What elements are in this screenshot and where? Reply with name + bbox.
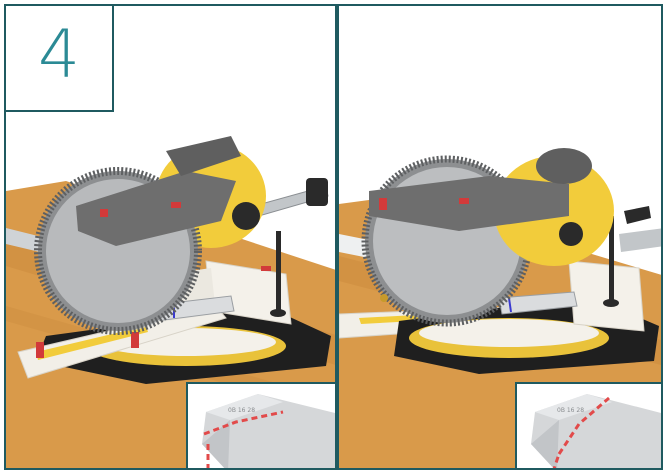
left-illustration-panel: 4 0B 16 28 [4, 4, 337, 470]
svg-text:0B 16 28: 0B 16 28 [228, 407, 255, 414]
step-number: 4 [6, 20, 112, 90]
workpiece-straight-cut-mark: 0B 16 28 [188, 384, 337, 470]
straight-cut-detail-inset: 0B 16 28 [186, 382, 337, 470]
svg-text:0B 16 28: 0B 16 28 [557, 407, 584, 414]
angled-cut-detail-inset: 0B 16 28 [515, 382, 663, 470]
step-number-box: 4 [6, 6, 114, 112]
workpiece-angled-cut-mark: 0B 16 28 [517, 384, 663, 470]
right-illustration-panel: 0B 16 28 [337, 4, 663, 470]
